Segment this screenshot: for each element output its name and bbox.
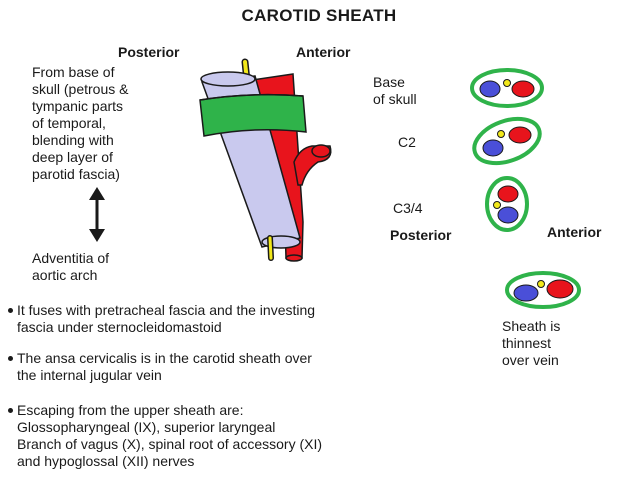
anterior-label: Anterior: [296, 44, 351, 60]
base-of-skull-label: Base of skull: [373, 74, 417, 107]
cross-section-c2: [472, 116, 542, 166]
page-title: CAROTID SHEATH: [241, 6, 397, 25]
sheath-band: [199, 93, 307, 137]
bullet-text: It fuses with pretracheal fascia and the…: [17, 302, 316, 335]
posterior-label: Posterior: [118, 44, 180, 60]
bullet-dot: [8, 408, 13, 413]
c2-label: C2: [398, 134, 416, 150]
bullet-item: It fuses with pretracheal fascia and the…: [8, 302, 478, 336]
bullet-dot: [8, 308, 13, 313]
cross-section-anterior-label: Anterior: [547, 224, 602, 240]
bullet-item: Escaping from the upper sheath are: Glos…: [8, 402, 478, 470]
cross-section-c34: [485, 176, 529, 232]
sheath-thinnest-note: Sheath is thinnest over vein: [502, 318, 561, 368]
sheath-origin-text: From base of skull (petrous & tympanic p…: [32, 64, 129, 182]
cross-section-posterior-label: Posterior: [390, 227, 452, 243]
bullet-text: The ansa cervicalis is in the carotid sh…: [17, 350, 312, 383]
bullet-text: Escaping from the upper sheath are: Glos…: [17, 402, 323, 469]
double-arrow-icon: [89, 187, 105, 242]
sheath-lower-attachment-text: Adventitia of aortic arch: [32, 250, 110, 283]
cross-section-sheath-thinnest: [505, 271, 581, 309]
cross-section-base-of-skull: [470, 68, 544, 108]
bullet-item: The ansa cervicalis is in the carotid sh…: [8, 350, 478, 384]
bullet-dot: [8, 356, 13, 361]
c34-label: C3/4: [393, 200, 423, 216]
